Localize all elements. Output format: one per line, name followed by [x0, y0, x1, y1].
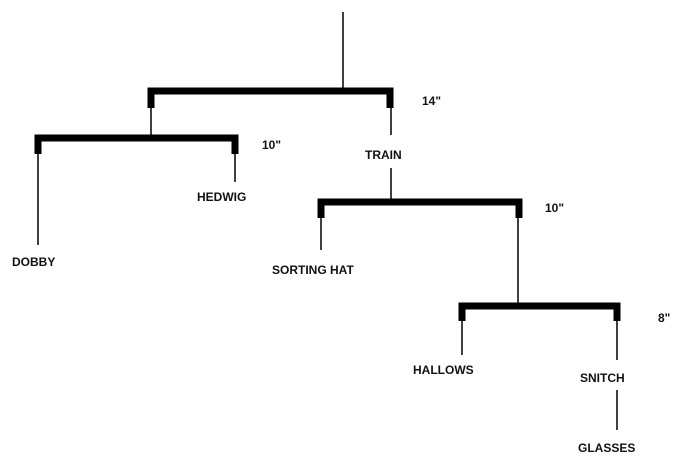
item-hedwig: HEDWIG: [197, 190, 247, 204]
bar-left: [34, 134, 239, 154]
length-label-left: 10": [262, 138, 282, 152]
length-label-top: 14": [422, 94, 442, 108]
item-train: TRAIN: [365, 148, 402, 162]
item-hallows: HALLOWS: [413, 363, 474, 377]
item-snitch: SNITCH: [580, 371, 625, 385]
bar-top: [147, 87, 394, 108]
item-dobby: DOBBY: [12, 255, 56, 269]
length-label-bottom: 8": [658, 311, 671, 325]
bar-bottom: [458, 302, 621, 321]
item-sorting-hat: SORTING HAT: [272, 263, 354, 277]
length-label-middle: 10": [545, 201, 565, 215]
bar-middle: [317, 198, 523, 218]
item-glasses: GLASSES: [578, 441, 636, 455]
